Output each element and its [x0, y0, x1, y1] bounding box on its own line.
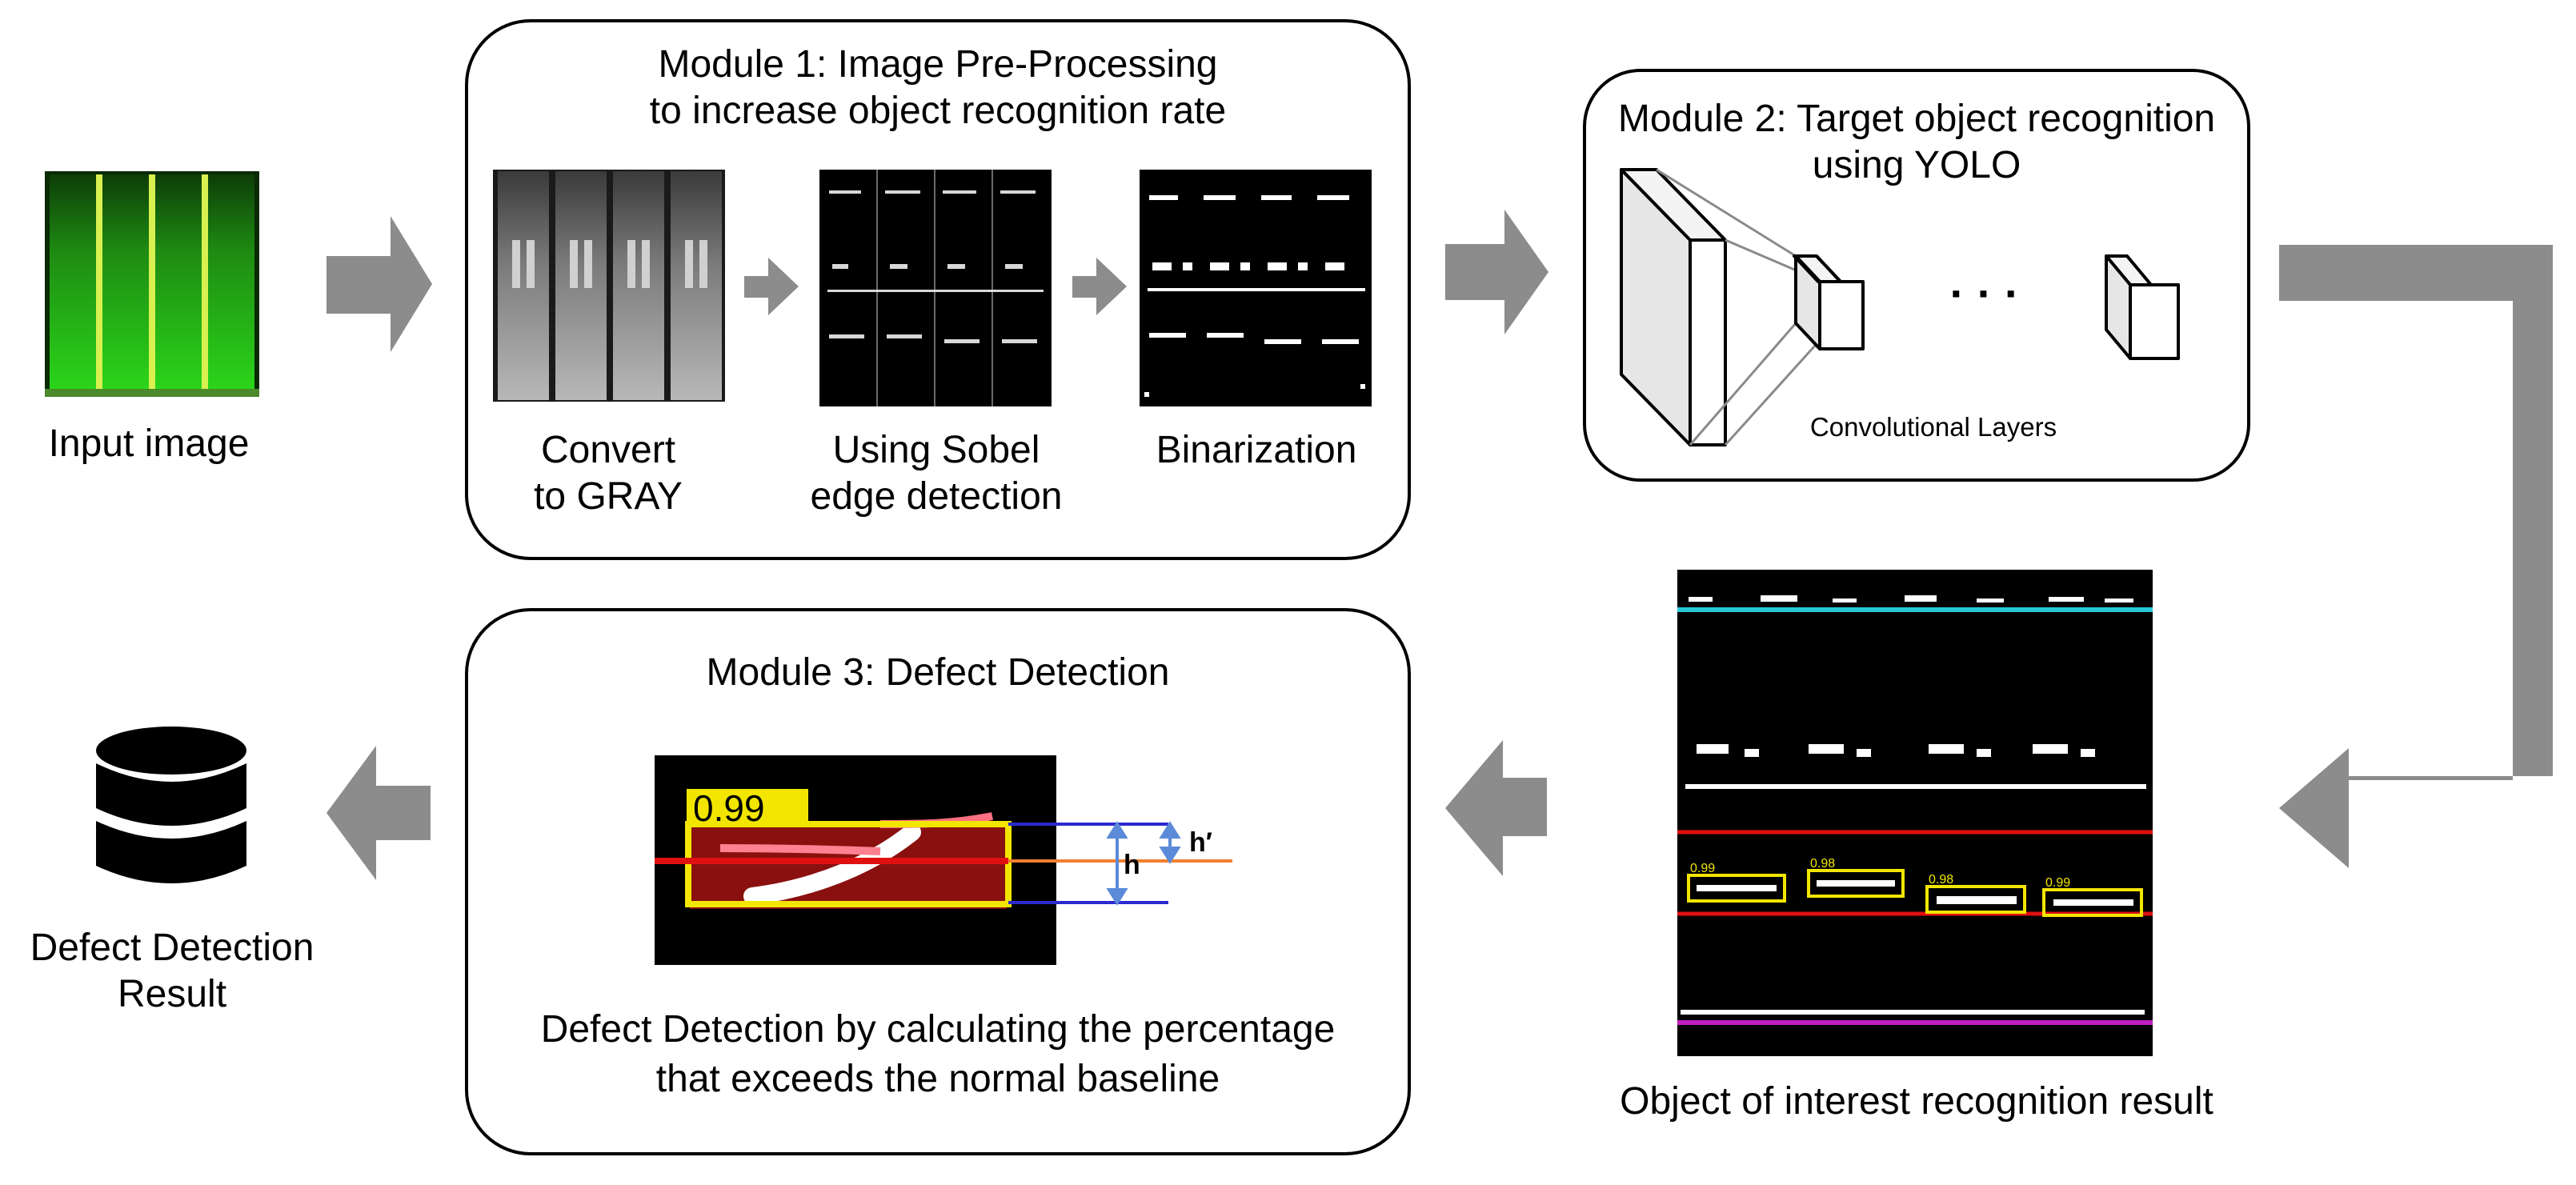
module2-box: [1583, 69, 2250, 482]
result-caption-line1: Defect Detection: [30, 927, 314, 969]
module1-title-line2: to increase object recognition rate: [649, 90, 1227, 132]
module3-description-line2: that exceeds the normal baseline: [655, 1058, 1220, 1100]
step-sobel-label-line1: Using Sobel: [832, 429, 1040, 471]
arrow-sobel-to-binarization: [1072, 258, 1127, 315]
sobel-image: [819, 170, 1052, 406]
defect-closeup-image: 0.99 h h′: [655, 755, 1232, 965]
module2-title-line2: using YOLO: [1812, 144, 2021, 186]
convolutional-layers-caption: Convolutional Layers: [1809, 412, 2057, 442]
recognition-score-4: 0.99: [2045, 876, 2070, 890]
cnn-layers-illustration: [1620, 168, 2180, 446]
cnn-ellipsis: · · ·: [1949, 268, 2020, 318]
h-label: h: [1124, 850, 1140, 880]
arrow-module1-to-module2: [1445, 210, 1548, 334]
input-image-caption: Input image: [48, 422, 250, 465]
recognition-score-2: 0.98: [1810, 857, 1835, 871]
step-binarization-label: Binarization: [1156, 429, 1357, 471]
gray-image: [493, 170, 725, 402]
arrow-gray-to-sobel: [744, 258, 799, 315]
module2-title-line1: Module 2: Target object recognition: [1617, 98, 2216, 140]
step-sobel-label-line2: edge detection: [810, 475, 1063, 518]
module1-title-line1: Module 1: Image Pre-Processing: [658, 43, 1218, 86]
database-icon: [96, 727, 246, 883]
elbow-arrow-module2-to-recognition: [2279, 245, 2553, 868]
step-gray-label-line2: to GRAY: [534, 475, 683, 518]
recognition-result-caption: Object of interest recognition result: [1620, 1080, 2213, 1123]
arrow-recognition-to-module3: [1445, 740, 1547, 876]
module3-title: Module 3: Defect Detection: [706, 651, 1170, 694]
recognition-score-1: 0.99: [1690, 862, 1715, 875]
module3-description-line1: Defect Detection by calculating the perc…: [540, 1008, 1336, 1051]
input-tubes-image: [45, 171, 259, 397]
defect-score: 0.99: [693, 787, 765, 829]
recognition-result-image: 0.99 0.98 0.98 0.99: [1677, 570, 2153, 1056]
h-prime-label: h′: [1189, 827, 1212, 858]
step-gray-label-line1: Convert: [540, 429, 676, 471]
arrow-module3-to-result: [327, 746, 431, 880]
arrow-input-to-module1: [327, 216, 432, 352]
binarization-image: [1140, 170, 1372, 406]
result-caption-line2: Result: [117, 973, 227, 1015]
recognition-score-3: 0.98: [1929, 873, 1953, 887]
